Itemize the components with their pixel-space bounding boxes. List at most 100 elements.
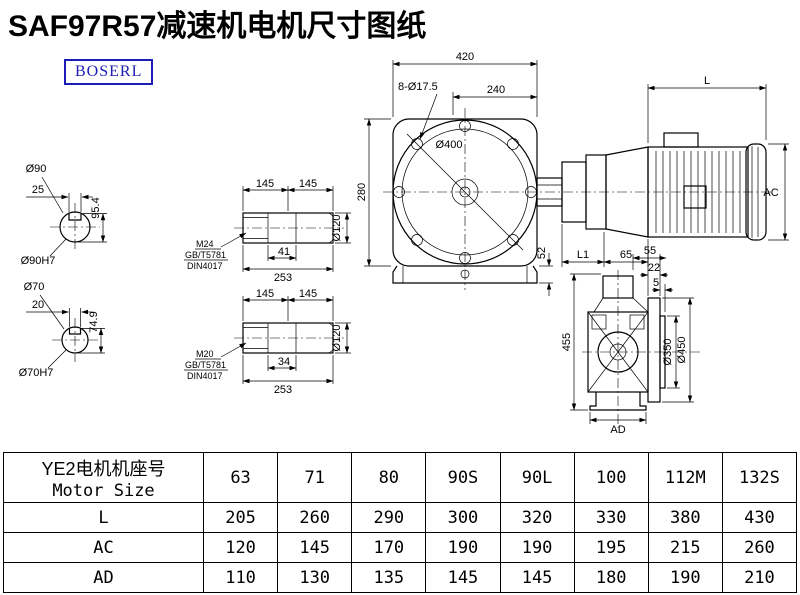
main-view-dimensions: 420 8-Ø17.5 240 280 52 L AC L1 65 [356, 51, 789, 296]
dim-shaft-bot-dia: Ø120 [331, 325, 343, 352]
table-cell: 190 [499, 532, 575, 563]
dim-dia-70: Ø70 [24, 281, 45, 293]
table-cell: 80 [351, 452, 427, 503]
dim-350: Ø350 [662, 339, 674, 366]
dim-flange-dia: Ø400 [436, 139, 463, 151]
shaft-70-circle [61, 326, 89, 354]
dim-key-width-70: 20 [32, 299, 44, 311]
boserl-logo-text: BOSERL [75, 63, 143, 80]
table-cell: 260 [277, 502, 353, 533]
table-cell: 71 [277, 452, 353, 503]
std-din-bottom: DIN4017 [187, 371, 223, 381]
motor-fins [655, 151, 741, 233]
dim-shaft-top-41: 41 [278, 246, 290, 258]
side-flange-plate [647, 297, 661, 403]
row-label: AC [3, 532, 204, 563]
page-title: SAF97R57减速机电机尺寸图纸 [8, 10, 427, 43]
shaft-body-bottom [242, 322, 334, 354]
dim-52: 52 [536, 247, 548, 259]
table-cell: 205 [202, 502, 279, 533]
dim-shaft-bot-34: 34 [278, 356, 290, 368]
thread-label-m24: M24 [196, 239, 214, 249]
side-bore [597, 331, 639, 373]
table-cell: 215 [647, 532, 723, 563]
motor-size-header-cn: YE2电机机座号 [41, 458, 166, 479]
side-feet [589, 392, 647, 411]
dim-shaft-top-253: 253 [274, 272, 292, 284]
motor-size-header-cell: YE2电机机座号 Motor Size [3, 452, 204, 503]
dim-240: 240 [487, 84, 505, 96]
table-cell: 145 [425, 562, 501, 593]
dim-450: Ø450 [676, 337, 688, 364]
side-spigot [659, 315, 666, 389]
table-cell: 290 [351, 502, 427, 533]
table-cell: 110 [202, 562, 279, 593]
table-cell: 120 [202, 532, 279, 563]
keyway-90 [68, 213, 82, 221]
shaft-end-section-90: 25 Ø90 95.4 Ø90H7 [21, 163, 107, 267]
dim-L1: L1 [577, 249, 589, 261]
dim-shaft-bot-253: 253 [274, 384, 292, 396]
table-cell: 100 [573, 452, 649, 503]
table-cell: 380 [647, 502, 723, 533]
table-row-AD: AD 110 130 135 145 145 180 190 210 [3, 562, 798, 593]
motor-size-header-en: Motor Size [52, 480, 155, 501]
table-cell: 145 [277, 532, 353, 563]
gearbox-front-view: Ø400 [383, 108, 772, 290]
dim-key-height-70: 74.9 [88, 311, 100, 332]
dim-shaft-bot-145a: 145 [256, 288, 274, 300]
dim-shaft-top-145a: 145 [256, 178, 274, 190]
output-shaft-view-bottom: 145 145 Ø120 M20 GB/T5781 DIN4017 34 253 [184, 288, 351, 396]
table-cell: 190 [425, 532, 501, 563]
side-stem [602, 275, 634, 299]
std-gb-top: GB/T5781 [185, 250, 226, 260]
std-gb-bottom: GB/T5781 [185, 360, 226, 370]
table-cell: 330 [573, 502, 649, 533]
table-cell: 260 [721, 532, 798, 563]
table-cell: 320 [499, 502, 575, 533]
technical-drawing: 25 Ø90 95.4 Ø90H7 20 Ø70 74.9 Ø70H7 [19, 51, 789, 436]
shaft-90-circle [59, 211, 91, 243]
dim-fit-90: Ø90H7 [21, 255, 56, 267]
dim-AD: AD [610, 424, 625, 436]
dim-280: 280 [356, 183, 368, 201]
table-cell: 170 [351, 532, 427, 563]
table-row-L: L 205 260 290 300 320 330 380 430 [3, 502, 798, 533]
table-row-AC: AC 120 145 170 190 190 195 215 260 [3, 532, 798, 563]
table-cell: 63 [202, 452, 279, 503]
dim-455: 455 [561, 333, 573, 351]
table-header-row: YE2电机机座号 Motor Size 63 71 80 90S 90L 100… [3, 452, 798, 503]
keyway-70 [68, 328, 82, 335]
table-cell: 130 [277, 562, 353, 593]
row-label: L [3, 502, 204, 533]
dim-bolt-holes: 8-Ø17.5 [398, 81, 438, 93]
shaft-body-top [242, 212, 334, 244]
table-cell: 195 [573, 532, 649, 563]
dim-key-height-90: 95.4 [90, 197, 102, 218]
motor-size-table: YE2电机机座号 Motor Size 63 71 80 90S 90L 100… [3, 452, 798, 593]
motor-side-view [536, 132, 767, 241]
table-cell: 190 [647, 562, 723, 593]
table-cell: 180 [573, 562, 649, 593]
dim-420: 420 [456, 51, 474, 63]
dim-fit-70: Ø70H7 [19, 367, 54, 379]
terminal-box [663, 132, 699, 148]
table-cell: 90L [499, 452, 575, 503]
thread-label-m20: M20 [196, 349, 214, 359]
dim-dia-90: Ø90 [26, 163, 47, 175]
boserl-logo: BOSERL [64, 59, 154, 85]
dim-shaft-top-dia: Ø120 [331, 215, 343, 242]
table-cell: 430 [721, 502, 798, 533]
dim-key-width-90: 25 [32, 184, 44, 196]
table-cell: 112M [647, 452, 723, 503]
dim-shaft-top-145b: 145 [299, 178, 317, 190]
dim-AC: AC [763, 187, 778, 199]
table-cell: 145 [499, 562, 575, 593]
output-flange-side-view: 455 55 22 5 Ø350 Ø450 AD [561, 245, 700, 436]
dim-22: 22 [648, 262, 660, 274]
table-cell: 132S [721, 452, 798, 503]
shaft-end-section-70: 20 Ø70 74.9 Ø70H7 [19, 281, 105, 379]
dim-L: L [704, 75, 710, 87]
dim-65: 65 [620, 249, 632, 261]
table-cell: 135 [351, 562, 427, 593]
